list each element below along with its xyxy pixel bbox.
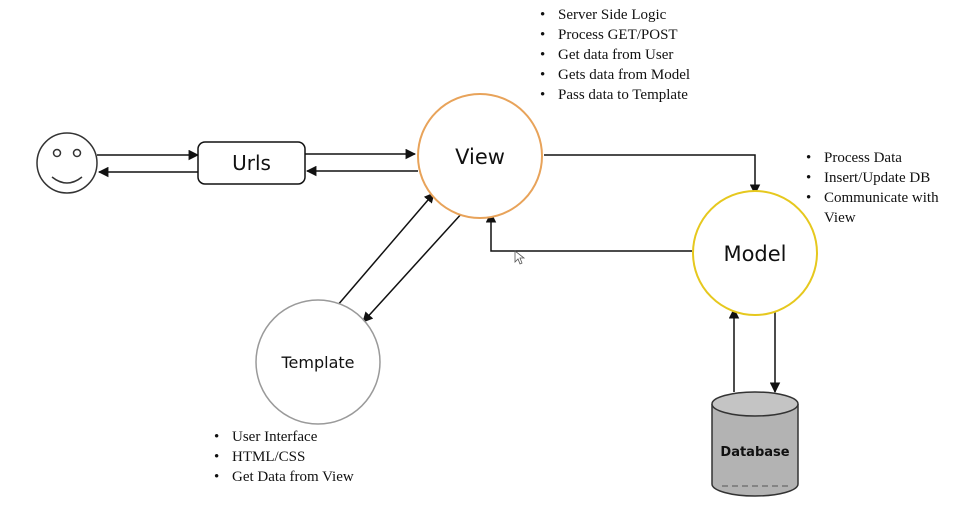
view-node: View (417, 93, 543, 219)
template-note-item: HTML/CSS (210, 447, 354, 467)
view-note-item: Get data from User (536, 45, 690, 65)
template-label: Template (280, 353, 354, 372)
view-note-item: Gets data from Model (536, 65, 690, 85)
arrow-template-to-view (336, 192, 435, 307)
view-note-item: Pass data to Template (536, 85, 690, 105)
model-note-item: Insert/Update DB (802, 168, 962, 188)
template-node: Template (255, 299, 381, 425)
urls-node: Urls (197, 141, 306, 185)
view-notes-list: Server Side Logic Process GET/POST Get d… (536, 5, 690, 105)
database-node: Database (711, 391, 799, 497)
view-note-item: Process GET/POST (536, 25, 690, 45)
model-note-item: Communicate with View (802, 188, 962, 228)
view-label: View (455, 145, 505, 169)
template-note-item: User Interface (210, 427, 354, 447)
model-label: Model (723, 242, 786, 266)
model-node: Model (692, 190, 818, 316)
database-label: Database (720, 445, 789, 460)
user-face-icon (36, 132, 98, 194)
template-notes-list: User Interface HTML/CSS Get Data from Vi… (210, 427, 354, 487)
arrow-view-to-template (362, 211, 464, 323)
template-note-item: Get Data from View (210, 467, 354, 487)
urls-label: Urls (232, 151, 271, 175)
model-note-item: Process Data (802, 148, 962, 168)
model-notes-list: Process Data Insert/Update DB Communicat… (802, 148, 962, 228)
arrow-model-to-view (485, 211, 692, 252)
arrow-view-to-model (544, 154, 761, 196)
view-note-item: Server Side Logic (536, 5, 690, 25)
cursor-icon (514, 250, 526, 265)
